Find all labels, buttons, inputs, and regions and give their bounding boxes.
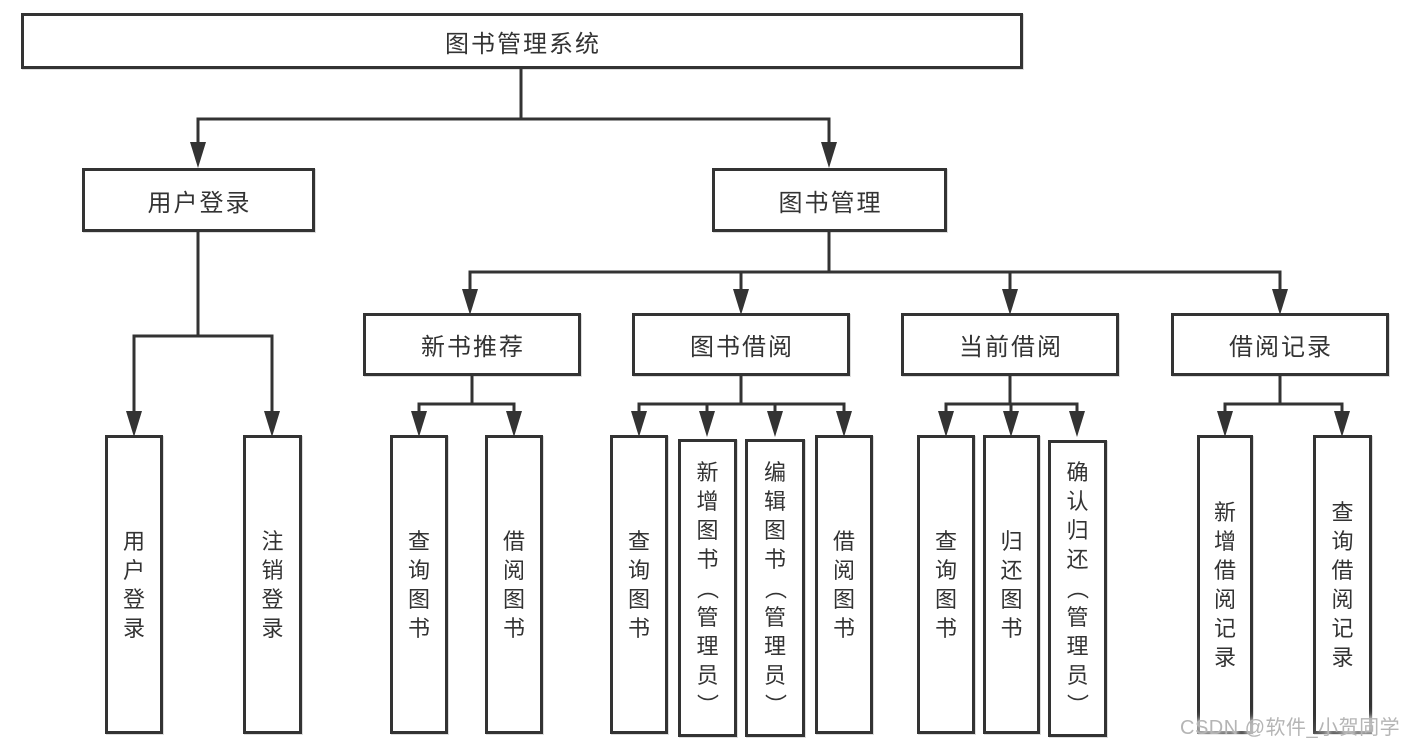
node-label: 新书推荐: [421, 334, 525, 361]
node-label: 新增借阅记录: [1213, 499, 1236, 670]
node-label: 用户登录: [122, 528, 145, 641]
node-leaf-edit-books-admin: 编辑图书（管理员）: [745, 439, 805, 737]
node-label: 查询图书: [407, 528, 430, 641]
node-label: 图书借阅: [690, 334, 794, 361]
node-label: 用户登录: [147, 189, 252, 217]
node-book-borrowing: 图书借阅: [632, 313, 850, 376]
node-label: 借阅记录: [1229, 334, 1333, 361]
node-leaf-add-borrow-record: 新增借阅记录: [1197, 435, 1253, 734]
node-leaf-borrow-books: 借阅图书: [815, 435, 873, 734]
node-leaf-query-books: 查询图书: [390, 435, 448, 734]
node-library-system: 图书管理系统: [21, 13, 1023, 69]
node-label: 图书管理系统: [445, 30, 601, 58]
node-user-login: 用户登录: [82, 168, 315, 232]
node-leaf-query-borrow-record: 查询借阅记录: [1313, 435, 1372, 734]
node-label: 借阅图书: [502, 528, 525, 641]
node-leaf-borrow-books: 借阅图书: [485, 435, 543, 734]
node-leaf-return-books: 归还图书: [983, 435, 1040, 734]
node-label: 查询图书: [934, 528, 957, 641]
node-label: 编辑图书（管理员）: [762, 459, 788, 716]
node-label: 注销登录: [261, 528, 284, 641]
node-leaf-confirm-return-admin: 确认归还（管理员）: [1048, 440, 1107, 737]
node-leaf-query-books: 查询图书: [610, 435, 668, 734]
node-new-book-recommendation: 新书推荐: [363, 313, 581, 376]
node-label: 图书管理: [778, 189, 883, 217]
node-label: 新增图书（管理员）: [694, 459, 720, 716]
csdn-watermark: CSDN @软件_小贺同学: [1180, 717, 1401, 739]
node-label: 借阅图书: [832, 528, 855, 641]
node-borrowing-records: 借阅记录: [1171, 313, 1389, 376]
node-leaf-logout: 注销登录: [243, 435, 302, 734]
node-leaf-user-login: 用户登录: [105, 435, 163, 734]
node-leaf-query-books: 查询图书: [917, 435, 975, 734]
node-label: 当前借阅: [959, 334, 1063, 361]
node-label: 查询借阅记录: [1331, 499, 1354, 670]
node-current-borrowing: 当前借阅: [901, 313, 1119, 376]
node-label: 查询图书: [627, 528, 650, 641]
node-label: 归还图书: [1000, 528, 1023, 641]
node-label: 确认归还（管理员）: [1064, 460, 1090, 716]
node-book-management: 图书管理: [712, 168, 947, 232]
node-leaf-add-books-admin: 新增图书（管理员）: [678, 439, 737, 737]
